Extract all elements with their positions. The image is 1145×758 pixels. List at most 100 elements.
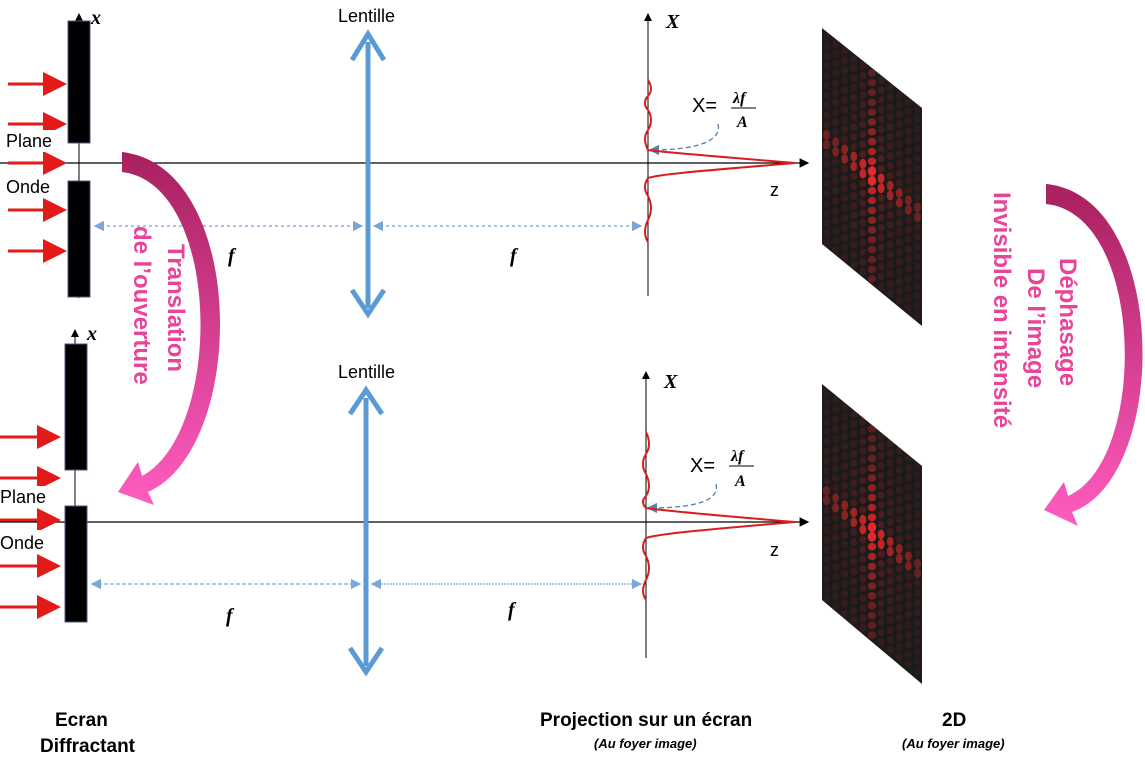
diffraction-spot [823, 594, 830, 603]
diffraction-spot [877, 233, 885, 242]
diffraction-spot [914, 242, 921, 251]
diffraction-spot [850, 420, 858, 429]
diffraction-spot [867, 474, 877, 482]
diffraction-spot [867, 493, 877, 502]
diffraction-spot [886, 289, 894, 298]
diffraction-spot [877, 272, 885, 281]
diffraction-spot [905, 601, 912, 610]
diffraction-spot [895, 257, 903, 266]
diffraction-spot [859, 130, 867, 139]
diffraction-spot [850, 221, 858, 230]
diffraction-spot [914, 471, 921, 479]
diffraction-spot [841, 442, 849, 451]
diffraction-spot [905, 464, 912, 472]
diffraction-spot [850, 410, 858, 419]
screen-block-upper [67, 20, 91, 144]
diffraction-spot [886, 528, 894, 536]
diffraction-spot [877, 204, 885, 212]
diffraction-spot [914, 540, 921, 548]
diffraction-spot [867, 425, 877, 433]
diffraction-spot [895, 486, 903, 494]
diffraction-spot [895, 218, 903, 227]
diffraction-spot [905, 235, 912, 244]
diffraction-spot [832, 246, 839, 254]
diffraction-spot [886, 557, 894, 566]
diffraction-spot [877, 183, 885, 194]
diffraction-spot [823, 575, 830, 583]
diffraction-spot [841, 510, 849, 521]
diffraction-spot [841, 135, 849, 144]
diffraction-spot [841, 184, 849, 193]
diffraction-spot [867, 522, 877, 533]
diffraction-spot [841, 174, 849, 183]
diffraction-spot [841, 57, 849, 65]
diffraction-spot [823, 408, 830, 417]
diffraction-spot [823, 238, 830, 247]
diffraction-spot [886, 518, 894, 526]
diffraction-spot [859, 555, 867, 563]
diffraction-spot [832, 533, 839, 542]
diffraction-spot [877, 569, 885, 578]
diffraction-spot [886, 536, 894, 547]
diffraction-spot [859, 258, 867, 266]
diffraction-spot [877, 510, 885, 519]
diffraction-spot [914, 301, 921, 310]
lens-label: Lentille [338, 362, 395, 382]
diffraction-spot [859, 150, 867, 158]
svg-text:A: A [736, 114, 748, 131]
diffraction-spot [850, 142, 858, 151]
diffraction-spot [905, 561, 912, 571]
diffraction-spot [841, 194, 849, 203]
diffraction-spot [832, 206, 839, 215]
caption-projection-sub: (Au foyer image) [594, 736, 697, 751]
diffraction-spot [914, 292, 921, 300]
diffraction-spot [867, 464, 877, 473]
diffraction-spot [867, 88, 877, 97]
diffraction-spot [895, 535, 903, 543]
diffraction-spot [905, 611, 912, 619]
diffraction-spot [823, 477, 830, 485]
diffraction-spot [832, 197, 839, 205]
diffraction-spot [859, 457, 867, 465]
diffraction-spot [886, 162, 894, 170]
diffraction-spot [895, 623, 903, 632]
diffraction-spot [832, 216, 839, 225]
diffraction-spot [914, 144, 921, 153]
diffraction-spot [832, 523, 839, 532]
diffraction-spot [823, 447, 830, 456]
diffraction-spot [905, 127, 912, 136]
diffraction-spot [877, 145, 885, 153]
diffraction-spot [823, 219, 830, 227]
diffraction-spot [867, 69, 877, 77]
diffraction-spot [823, 545, 830, 554]
diffraction-spot [867, 265, 877, 274]
diffraction-spot [877, 609, 885, 617]
diffraction-spot [877, 76, 885, 84]
svg-text:Translation: Translation [162, 244, 189, 372]
diffraction-spot [859, 91, 867, 99]
diffraction-spot [877, 442, 885, 450]
diffraction-spot [841, 403, 849, 411]
z-axis-label: z [770, 540, 779, 560]
diffraction-spot [905, 660, 912, 668]
diffraction-spot [859, 71, 867, 80]
axis-label-x: x [86, 323, 97, 345]
wave-label-plane: Plane [6, 131, 52, 151]
diffraction-spot [914, 500, 921, 509]
diffraction-spot [850, 54, 858, 63]
diffraction-spot [914, 657, 921, 666]
diffraction-spot [905, 225, 912, 234]
phase-shift-arrow [1044, 184, 1143, 526]
diffraction-spot [832, 118, 839, 127]
diffraction-spot [867, 434, 877, 443]
diffraction-spot [914, 490, 921, 499]
diffraction-spot [914, 520, 921, 528]
diffraction-spot [850, 123, 858, 131]
diffraction-spot [867, 621, 877, 630]
diffraction-spot [859, 189, 867, 198]
diffraction-spot [886, 567, 894, 575]
diffraction-spot [841, 413, 849, 421]
diffraction-spot [877, 481, 885, 490]
diffraction-spot [832, 59, 839, 68]
diffraction-spot [886, 113, 894, 121]
